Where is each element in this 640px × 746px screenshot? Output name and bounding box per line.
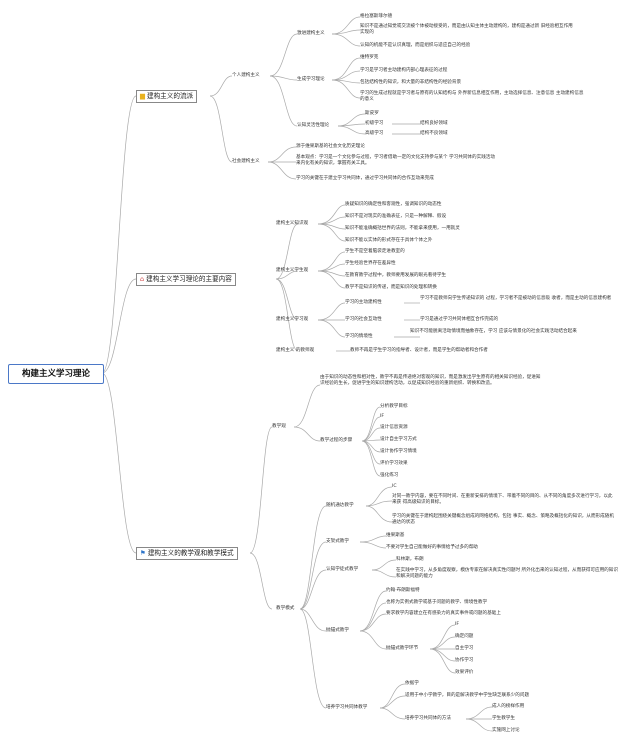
node-l2a[interactable]: 学习是通过学习共同体相互合作完成的	[420, 317, 499, 322]
node-personal-constructivism[interactable]: 个人建构主义	[232, 73, 260, 78]
node-e2[interactable]: 适用于中小学教学，目的是解决教学中学生缺乏联系少的问题	[405, 693, 530, 698]
node-b2[interactable]: 不要对学生自己能做好的事情给予过多的帮助	[386, 545, 478, 550]
node-jx2[interactable]: 教学过程的步骤	[320, 438, 353, 443]
flag-icon: ⚑	[140, 549, 146, 557]
section-teaching[interactable]: ⚑建构主义的教学观和教学模式	[136, 547, 238, 560]
node-jx2d[interactable]: 设计自主学习方式	[380, 437, 417, 442]
node-jx2f[interactable]: 评价学习效果	[380, 461, 408, 466]
node-teaching-modes[interactable]: 教学模式	[276, 606, 295, 611]
node-b2a[interactable]: 源于维果斯基的社会文化历史理论	[296, 144, 365, 149]
node-jx2e[interactable]: 设计协作学习情境	[380, 449, 417, 454]
node-l3[interactable]: 学习的情境性	[345, 334, 373, 339]
node-e3c[interactable]: 实施网上讨论	[492, 728, 520, 733]
node-st3[interactable]: 在教育教学过程中，教师要用发展的眼光看待学生	[345, 273, 447, 278]
node-b1b4[interactable]: 学习的生成过程就是学习者与原有的认知结构与 外界新信息相互作用，主动选择信息、注…	[360, 91, 584, 102]
node-b1c2[interactable]: 初级学习	[365, 121, 384, 126]
node-l2[interactable]: 学习的社会互动性	[345, 317, 382, 322]
node-b1b3[interactable]: 包括结构性的知识，和大量的非结构性的经验背景	[360, 80, 462, 85]
node-k3[interactable]: 知识不能准确概括世界的法则，不能拿来使用，一用就灵	[345, 226, 460, 231]
node-a1[interactable]: IC	[392, 484, 397, 489]
node-student-view[interactable]: 建构主义学生观	[276, 268, 309, 273]
section-main-content[interactable]: ⌂建构主义学习理论的主要内容	[136, 273, 236, 286]
root-topic[interactable]: 构建主义学习理论	[8, 364, 104, 384]
node-e3[interactable]: 培养学习共同体的方法	[405, 716, 451, 721]
section-schools-label: 建构主义的流派	[147, 92, 194, 100]
node-social-constructivism[interactable]: 社会建构主义	[232, 159, 260, 164]
node-jx2a[interactable]: 分析教学目标	[380, 404, 408, 409]
node-b1c1[interactable]: 斯皮罗	[365, 111, 379, 116]
node-st1[interactable]: 学生不是空着脑袋走进教室的	[345, 249, 405, 254]
node-b1b2[interactable]: 学习是学习者主动建构内部心理表征的过程	[360, 68, 448, 73]
node-random-access[interactable]: 随机通达教学	[326, 503, 354, 508]
node-learning-view[interactable]: 建构主义学习观	[276, 317, 309, 322]
node-jx2b[interactable]: IF	[380, 414, 384, 419]
node-jx1[interactable]: 由于知识的动态性和相对性，教学不再是传递绝对客观的知识，而是激发出学生原有的相关…	[320, 375, 541, 386]
node-scaffolding[interactable]: 支架式教学	[326, 539, 349, 544]
node-knowledge-view[interactable]: 建构主义知识观	[276, 221, 309, 226]
node-b1c3[interactable]: 高级学习	[365, 131, 384, 136]
node-apprenticeship[interactable]: 认知学徒式教学	[326, 567, 359, 572]
node-teacher-view[interactable]: 建构主义 的教师观	[276, 348, 315, 353]
node-k1[interactable]: 质疑知识的确定性和客观性，强调知识的动态性	[345, 202, 442, 207]
node-st2[interactable]: 学生经验世界存在差异性	[345, 261, 396, 266]
node-k4[interactable]: 知识不能以实体的形式存在于具体个体之外	[345, 238, 433, 243]
node-community[interactable]: 培养学习共同体教学	[326, 705, 368, 710]
node-c1[interactable]: 科林斯，布朗	[396, 557, 424, 562]
node-b2c[interactable]: 学习的关键在于建立学习共同体，通过学习共同体的合作互动来完成	[296, 176, 434, 181]
node-l1[interactable]: 学习的主动建构性	[345, 300, 382, 305]
node-b1a2[interactable]: 知识不是通过知觉或交流被个体被动接受的，而是由认知主体主动建构的，建构是通过新 …	[360, 24, 573, 35]
node-cognitive-flexibility[interactable]: 认知灵活性理论	[297, 123, 330, 128]
section-main-content-label: 建构主义学习理论的主要内容	[146, 275, 232, 283]
node-d1[interactable]: 约翰·布朗斯福特	[386, 588, 420, 593]
node-anchored[interactable]: 抛锚式教学	[326, 628, 349, 633]
node-d4a[interactable]: IF	[455, 622, 459, 627]
node-l1a[interactable]: 学习不是教师向学生传递知识的 过程，学习者不是被动的信息吸 收者，而是主动的信息…	[420, 296, 612, 301]
node-d3[interactable]: 要求教学内容建立在有感染力的真实事件或问题的基础上	[386, 611, 501, 616]
node-d4b[interactable]: 确定问题	[455, 634, 474, 639]
node-e1[interactable]: 依据学	[405, 681, 419, 686]
node-b1c2a[interactable]: 结构良好领域	[420, 121, 448, 126]
node-a3[interactable]: 学习的关键在于建构起围绕关键概念组成的网络结构，包括 事实、概念、策略及概括化的…	[392, 514, 614, 525]
node-d4e[interactable]: 效果评价	[455, 670, 474, 675]
node-d4c[interactable]: 自主学习	[455, 646, 474, 651]
home-icon: ⌂	[140, 275, 145, 283]
node-e3b[interactable]: 学生教学生	[492, 716, 515, 721]
note-icon: ▆	[140, 92, 145, 100]
node-d2[interactable]: 也称为实例式教学或基于问题的教学、情境性教学	[386, 600, 488, 605]
node-d4d[interactable]: 协作学习	[455, 658, 474, 663]
node-generative-learning[interactable]: 生成学习理论	[297, 77, 325, 82]
node-teaching-view[interactable]: 教学观	[272, 424, 286, 429]
section-schools[interactable]: ▆建构主义的流派	[136, 90, 198, 103]
node-st4[interactable]: 教学不是知识的传递，而是知识的处理和转换	[345, 285, 437, 290]
node-tv1[interactable]: 教师不再是学生学习的指导者、设计者，而是学生的帮助者和合作者	[350, 348, 488, 353]
node-k2[interactable]: 知识不是对现实的准确表征，只是一种解释、假设	[345, 214, 447, 219]
node-d4[interactable]: 抛锚式教学环节	[386, 646, 419, 651]
section-teaching-label: 建构主义的教学观和教学模式	[147, 549, 234, 557]
node-l3a[interactable]: 知识不可能脱离活动情境而抽象存在，学习 应该与情景化的社会实践活动结合起来	[410, 329, 577, 334]
node-jx2g[interactable]: 强化练习	[380, 473, 399, 478]
node-b1[interactable]: 维果斯基	[386, 533, 405, 538]
node-c2[interactable]: 在实践中学习，从多角度观察，模仿专家在解决真实性问题时 所外化出来的认知过程，从…	[396, 568, 618, 579]
node-a2[interactable]: 对同一教学内容，要在不同时间、在重新安排的情境下、带着不同的目的、从不同的角度多…	[392, 494, 613, 505]
node-e3a[interactable]: 成人的榜样作用	[492, 704, 525, 709]
node-b2b[interactable]: 基本观点：学习是一个文化参与过程，学习者借助一定的文化支持参与某个 学习共同体的…	[296, 155, 495, 166]
node-radical-constructivism[interactable]: 激进建构主义	[297, 31, 325, 36]
node-b1a3[interactable]: 认知的机能不是认识真理，而是组织与适应自己的经验	[360, 43, 471, 48]
node-jx2c[interactable]: 设计信息资源	[380, 425, 408, 430]
node-b1b1[interactable]: 维特罗克	[360, 55, 379, 60]
node-b1c3a[interactable]: 结构不良领域	[420, 131, 448, 136]
node-b1a1[interactable]: 格拉塞斯菲尔德	[360, 14, 393, 19]
